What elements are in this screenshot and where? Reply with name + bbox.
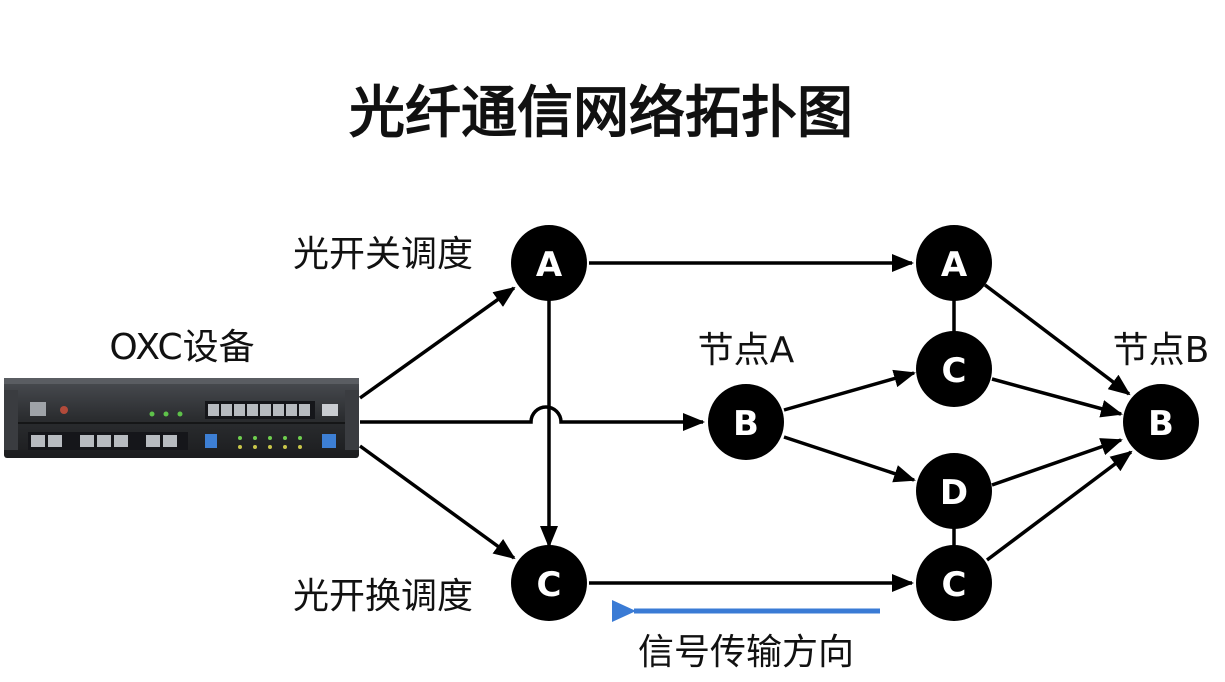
ethernet-port-icon bbox=[286, 404, 297, 416]
led-icon bbox=[149, 411, 155, 417]
edge-b1-to-d1 bbox=[783, 435, 916, 483]
edge-a2-to-b2 bbox=[983, 283, 1131, 396]
device-left-ear bbox=[4, 390, 18, 450]
ethernet-port-icon bbox=[221, 404, 232, 416]
node-a2: A bbox=[916, 225, 992, 301]
node-letter: C bbox=[537, 565, 562, 605]
node-circle bbox=[916, 545, 992, 621]
led-icon bbox=[283, 445, 287, 449]
edge-c3-to-b2 bbox=[985, 450, 1133, 562]
edge-d1-to-b2 bbox=[991, 438, 1123, 487]
ethernet-port-icon bbox=[48, 435, 62, 447]
ethernet-port-icon bbox=[97, 435, 111, 447]
device-right-ear bbox=[345, 390, 359, 450]
node-b-label: 节点B bbox=[1113, 330, 1210, 371]
node-circle bbox=[708, 384, 784, 460]
sfp-port-icon bbox=[322, 404, 338, 416]
node-circle bbox=[1123, 384, 1199, 460]
led-icon bbox=[238, 445, 242, 449]
node-b2: B bbox=[1123, 384, 1199, 460]
node-b1: B bbox=[708, 384, 784, 460]
led-icon bbox=[163, 411, 169, 417]
led-icon bbox=[238, 436, 242, 440]
usb-port-icon bbox=[205, 434, 217, 448]
node-circle bbox=[511, 545, 587, 621]
oxc-device bbox=[4, 378, 359, 458]
ethernet-port-icon bbox=[299, 404, 310, 416]
node-letter: A bbox=[536, 245, 563, 285]
ethernet-port-icon bbox=[208, 404, 219, 416]
ethernet-port-icon bbox=[114, 435, 128, 447]
console-port-icon bbox=[30, 402, 46, 416]
led-icon bbox=[177, 411, 183, 417]
diagram-title: 光纤通信网络拓扑图 bbox=[349, 81, 853, 146]
led-icon bbox=[268, 436, 272, 440]
led-icon bbox=[298, 445, 302, 449]
ethernet-port-icon bbox=[163, 435, 177, 447]
node-letter: B bbox=[733, 404, 759, 444]
ethernet-port-icon bbox=[146, 435, 160, 447]
node-a-label: 节点A bbox=[698, 330, 795, 371]
edge-device-to-a1 bbox=[358, 286, 516, 400]
node-letter: D bbox=[940, 473, 968, 513]
ethernet-port-icon bbox=[273, 404, 284, 416]
ethernet-port-icon bbox=[31, 435, 45, 447]
edge-c2-to-b2 bbox=[991, 377, 1123, 418]
ethernet-port-icon bbox=[234, 404, 245, 416]
oxc-device-label: OXC设备 bbox=[109, 327, 254, 368]
node-circle bbox=[916, 331, 992, 407]
led-icon bbox=[268, 445, 272, 449]
led-icon bbox=[298, 436, 302, 440]
edge-device-to-c1 bbox=[358, 444, 516, 560]
node-circle bbox=[916, 453, 992, 529]
edge-device-to-b1 bbox=[360, 405, 705, 431]
optical-switch-top-label: 光开关调度 bbox=[293, 234, 473, 275]
led-icon bbox=[283, 436, 287, 440]
node-c2: C bbox=[916, 331, 992, 407]
ethernet-port-icon bbox=[247, 404, 258, 416]
node-c3: C bbox=[916, 545, 992, 621]
edge-b1-to-c2 bbox=[783, 369, 916, 412]
node-letter: A bbox=[941, 245, 968, 285]
node-c1: C bbox=[511, 545, 587, 621]
led-icon bbox=[253, 436, 257, 440]
node-a1: A bbox=[511, 225, 587, 301]
node-letter: B bbox=[1148, 404, 1174, 444]
node-circle bbox=[511, 225, 587, 301]
node-d1: D bbox=[916, 453, 992, 529]
ethernet-port-icon bbox=[80, 435, 94, 447]
device-top-edge bbox=[4, 378, 359, 384]
ethernet-port-icon bbox=[260, 404, 271, 416]
usb-port-icon bbox=[322, 434, 336, 448]
node-letter: C bbox=[942, 565, 967, 605]
node-circle bbox=[916, 225, 992, 301]
node-letter: C bbox=[942, 351, 967, 391]
signal-direction-label: 信号传输方向 bbox=[638, 632, 854, 673]
led-icon bbox=[253, 445, 257, 449]
power-indicator-icon bbox=[60, 406, 68, 414]
optical-switch-bottom-label: 光开换调度 bbox=[293, 576, 473, 617]
